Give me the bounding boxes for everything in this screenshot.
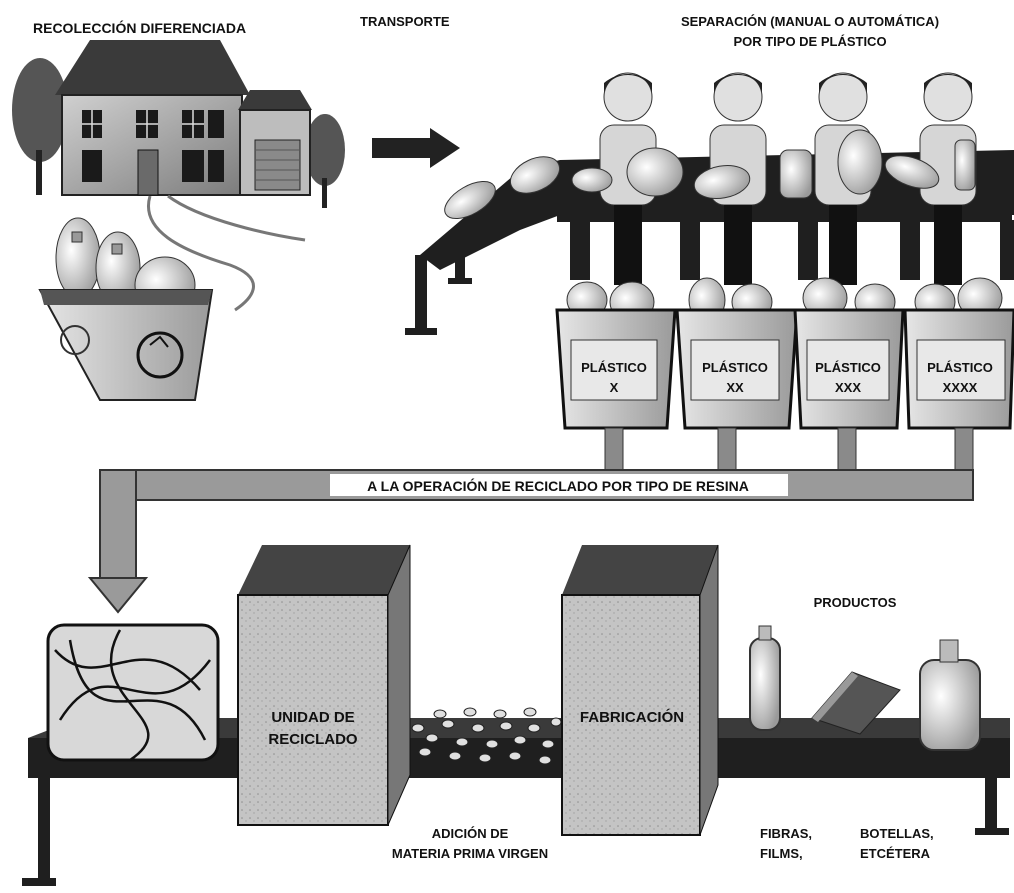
- bin-1-label-line2: X: [610, 380, 619, 395]
- transport-label: TRANSPORTE: [360, 14, 450, 29]
- recycling-unit-line2: RECICLADO: [268, 731, 357, 748]
- house-illustration: [12, 40, 345, 312]
- bin-3-label-line2: XXX: [835, 380, 861, 395]
- collection-label: RECOLECCIÓN DIFERENCIADA: [33, 19, 246, 36]
- bin-4-label-line2: XXXX: [943, 380, 978, 395]
- products-illustration: [749, 625, 981, 751]
- sorted-bins: [555, 277, 1014, 430]
- virgin-material-line2: MATERIA PRIMA VIRGEN: [392, 846, 548, 861]
- bin-2-label-line2: XX: [726, 380, 744, 395]
- bin-labels: PLÁSTICO X PLÁSTICO XX PLÁSTICO XXX PLÁS…: [581, 360, 993, 395]
- products-col2-line1: BOTELLAS,: [860, 826, 934, 841]
- recycling-unit-line1: UNIDAD DE: [271, 709, 354, 726]
- resin-pipe: [87, 427, 974, 614]
- bin-3-label-line1: PLÁSTICO: [815, 360, 881, 375]
- products-col1-line1: FIBRAS,: [760, 826, 812, 841]
- separation-title-line1: SEPARACIÓN (MANUAL O AUTOMÁTICA): [681, 14, 939, 29]
- bin-2-label-line1: PLÁSTICO: [702, 360, 768, 375]
- virgin-material-line1: ADICIÓN DE: [432, 826, 509, 841]
- pellets-illustration: [411, 707, 562, 765]
- manufacturing-box: [561, 544, 719, 836]
- conveyor-bottles: [444, 129, 976, 220]
- recycling-bin-illustration: [38, 217, 214, 401]
- bin-1-label-line1: PLÁSTICO: [581, 360, 647, 375]
- bin-4-label-line1: PLÁSTICO: [927, 360, 993, 375]
- recycling-unit-box: [237, 544, 411, 826]
- down-arrow-icon: [87, 577, 149, 614]
- plastic-bale-illustration: [46, 623, 220, 762]
- products-title: PRODUCTOS: [814, 595, 897, 610]
- products-col2-line2: ETCÉTERA: [860, 846, 931, 861]
- products-col1-line2: FILMS,: [760, 846, 803, 861]
- separation-title-line2: POR TIPO DE PLÁSTICO: [733, 34, 886, 49]
- transport-arrow-icon: [372, 128, 460, 168]
- pipe-label: A LA OPERACIÓN DE RECICLADO POR TIPO DE …: [367, 477, 749, 494]
- manufacturing-label: FABRICACIÓN: [580, 708, 684, 726]
